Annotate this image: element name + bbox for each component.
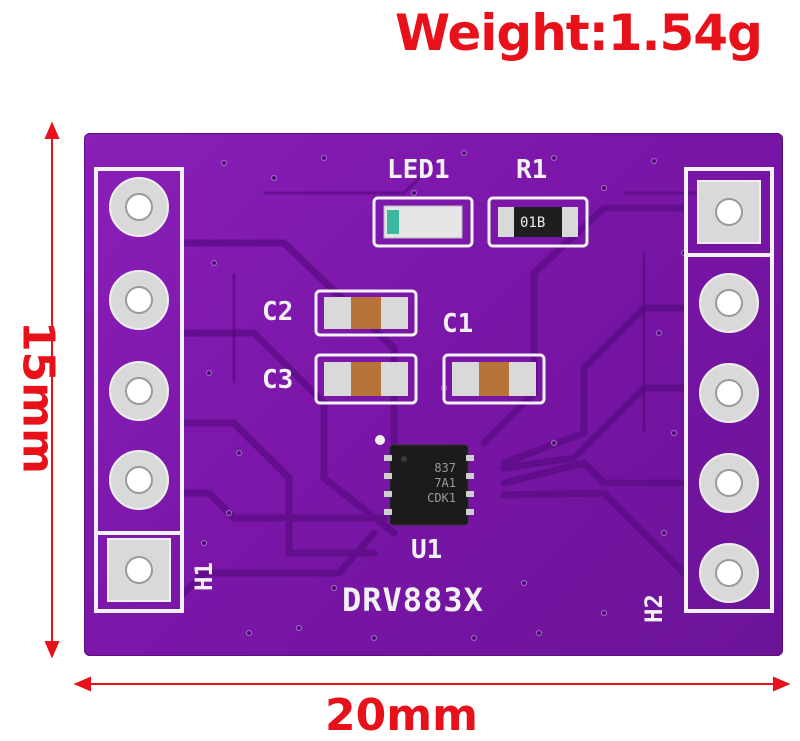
u1-chip — [375, 435, 474, 526]
vertical-arrow-bottom — [44, 641, 60, 659]
pcb-board: LED1 R1 01B C2 C1 C3 837 7A1 CDK1 U1 DRV… — [84, 133, 783, 656]
c2-label: C2 — [262, 297, 294, 327]
pcb-vias — [200, 149, 688, 642]
h2-pads — [697, 180, 761, 603]
h2-silkscreen-outline — [684, 167, 774, 613]
height-dimension-label: 15mm — [12, 321, 64, 474]
c3-component — [314, 353, 418, 405]
h2-label: H2 — [640, 594, 668, 623]
h1-pads — [107, 177, 171, 602]
c3-label: C3 — [262, 365, 294, 395]
led1-component — [372, 196, 474, 248]
h1-label: H1 — [190, 562, 218, 591]
r1-marking: 01B — [520, 215, 546, 231]
h1-silkscreen-outline — [94, 167, 184, 613]
pcb-artwork — [94, 149, 774, 642]
vertical-arrow-top — [44, 121, 60, 139]
horizontal-arrow-right — [773, 676, 791, 692]
c1-label: C1 — [442, 309, 474, 339]
model-label: DRV883X — [342, 581, 484, 619]
chip-marking: 837 7A1 CDK1 — [427, 461, 456, 505]
pcb-thin-traces — [232, 161, 704, 433]
r1-component — [487, 196, 589, 248]
u1-label: U1 — [411, 535, 443, 565]
width-dimension-label: 20mm — [325, 690, 478, 741]
horizontal-arrow-left — [73, 676, 91, 692]
c1-component — [442, 353, 546, 405]
r1-label: R1 — [516, 155, 548, 185]
weight-label: Weight:1.54g — [395, 4, 763, 62]
c2-component — [314, 289, 418, 337]
led1-label: LED1 — [387, 155, 450, 185]
